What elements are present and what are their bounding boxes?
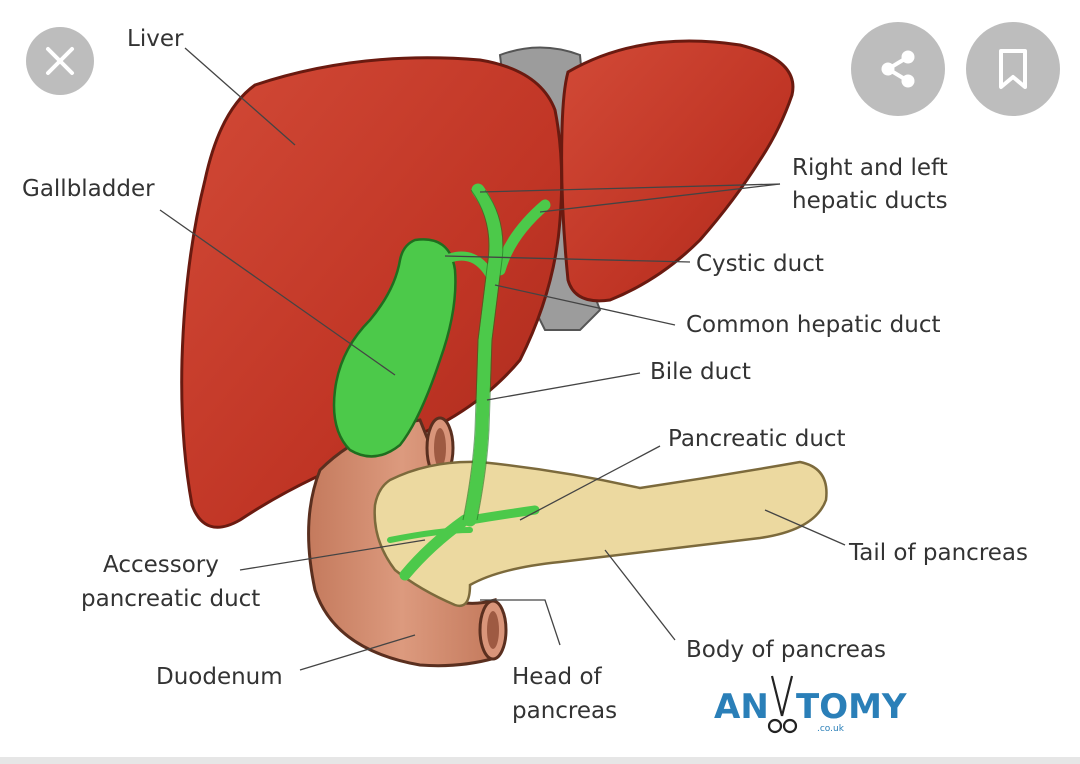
logo-domain: .co.uk xyxy=(817,724,845,734)
share-icon xyxy=(881,50,915,88)
gallbladder xyxy=(332,238,457,458)
scissors-icon xyxy=(767,675,798,734)
bookmark-button[interactable] xyxy=(966,22,1060,116)
label-hepatic-ducts-line1: Right and left xyxy=(792,155,948,181)
logo-text-right: TOMY xyxy=(796,687,907,727)
label-accessory-line2: pancreatic duct xyxy=(81,586,260,612)
close-icon xyxy=(46,47,74,75)
label-cystic-duct: Cystic duct xyxy=(696,251,824,277)
label-gallbladder: Gallbladder xyxy=(22,176,155,202)
label-accessory-line1: Accessory xyxy=(103,552,219,578)
label-common-hepatic-duct: Common hepatic duct xyxy=(686,312,941,338)
label-duodenum: Duodenum xyxy=(156,664,283,690)
label-liver: Liver xyxy=(127,26,184,52)
label-body-of-pancreas: Body of pancreas xyxy=(686,637,886,663)
label-bile-duct: Bile duct xyxy=(650,359,751,385)
label-hepatic-ducts-line2: hepatic ducts xyxy=(792,188,948,214)
label-pancreatic-duct: Pancreatic duct xyxy=(668,426,846,452)
bile-ducts xyxy=(387,183,551,581)
bottom-edge-bar xyxy=(0,757,1080,764)
label-head-line2: pancreas xyxy=(512,698,617,724)
close-button[interactable] xyxy=(26,27,94,95)
share-button[interactable] xyxy=(851,22,945,116)
anatomy-logo: AN TOMY .co.uk xyxy=(714,675,907,734)
liver-left-lobe xyxy=(560,39,795,303)
label-tail-of-pancreas: Tail of pancreas xyxy=(848,540,1028,566)
logo-text-left: AN xyxy=(714,687,769,727)
leader-lines xyxy=(159,47,846,671)
label-head-line1: Head of xyxy=(512,664,603,690)
bookmark-icon xyxy=(999,49,1027,89)
